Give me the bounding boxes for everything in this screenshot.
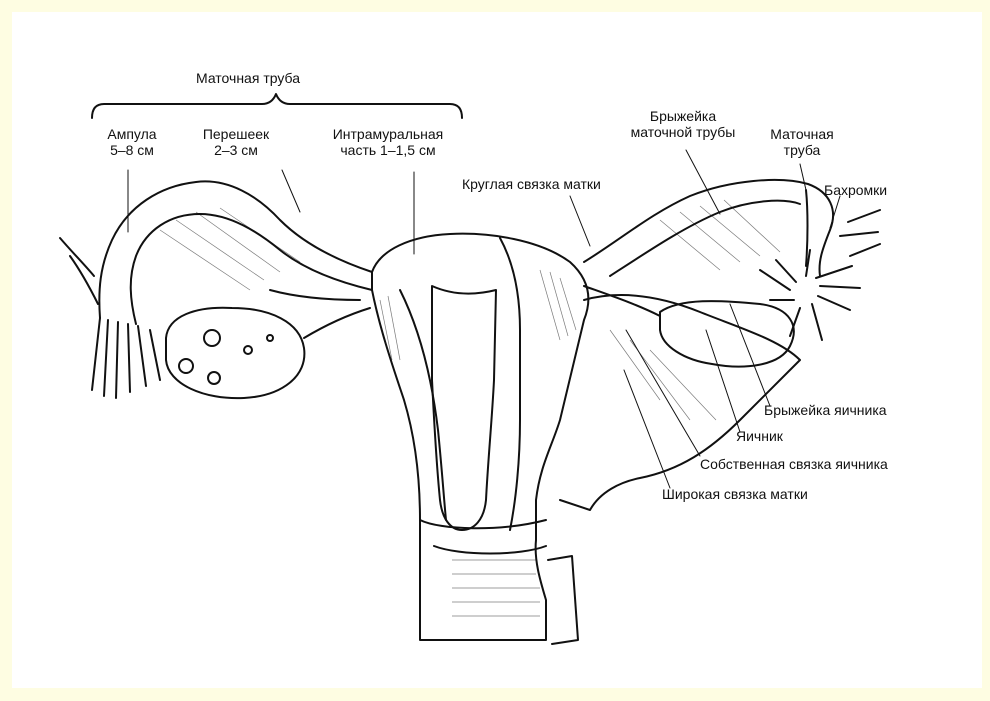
label-isthmus: Перешеек 2–3 см [186,126,286,158]
label-ovarian-ligament: Собственная связка яичника [700,456,888,472]
label-ampulla: Ампула 5–8 см [92,126,172,158]
label-broad-ligament: Широкая связка матки [662,486,808,502]
leader-mesovarium [730,304,770,406]
uterus-body [372,234,588,640]
leader-broad-ligament [624,370,670,488]
left-ovary-follicle [204,330,220,346]
label-tube-right-line1: Маточная [762,126,842,142]
label-tube-right: Маточная труба [762,126,842,158]
label-intramural-size: часть 1–1,5 см [308,142,468,158]
label-fimbriae: Бахромки [824,182,887,198]
cervix [420,520,546,528]
label-mesosalpinx-line2: маточной трубы [608,124,758,140]
label-round-ligament: Круглая связка матки [462,176,601,192]
label-isthmus-size: 2–3 см [186,142,286,158]
label-mesosalpinx: Брыжейка маточной трубы [608,108,758,140]
label-intramural: Интрамуральная часть 1–1,5 см [308,126,468,158]
right-fimbriae [760,250,860,340]
left-tube-inner [131,214,372,324]
right-tube [584,180,833,276]
label-mesosalpinx-line1: Брыжейка [608,108,758,124]
label-isthmus-name: Перешеек [186,126,286,142]
label-ovary: Яичник [736,428,783,444]
leader-fimbriae [830,196,840,228]
left-ovary [166,308,304,398]
leader-round-ligament [570,196,590,246]
right-ovary [660,301,794,367]
label-intramural-name: Интрамуральная [308,126,468,142]
leader-tube-right [800,164,806,190]
leader-isthmus [282,170,300,212]
uterine-cavity [432,286,496,530]
left-fimbriae [92,318,160,398]
label-tube-header: Маточная труба [196,70,300,86]
tube-brace [92,94,462,118]
label-mesovarium: Брыжейка яичника [764,402,887,418]
leader-ovary [706,330,740,432]
label-ampulla-size: 5–8 см [92,142,172,158]
label-tube-right-line2: труба [762,142,842,158]
left-tube-outer [99,181,372,318]
label-ampulla-name: Ампула [92,126,172,142]
leader-mesosalpinx [686,150,720,214]
